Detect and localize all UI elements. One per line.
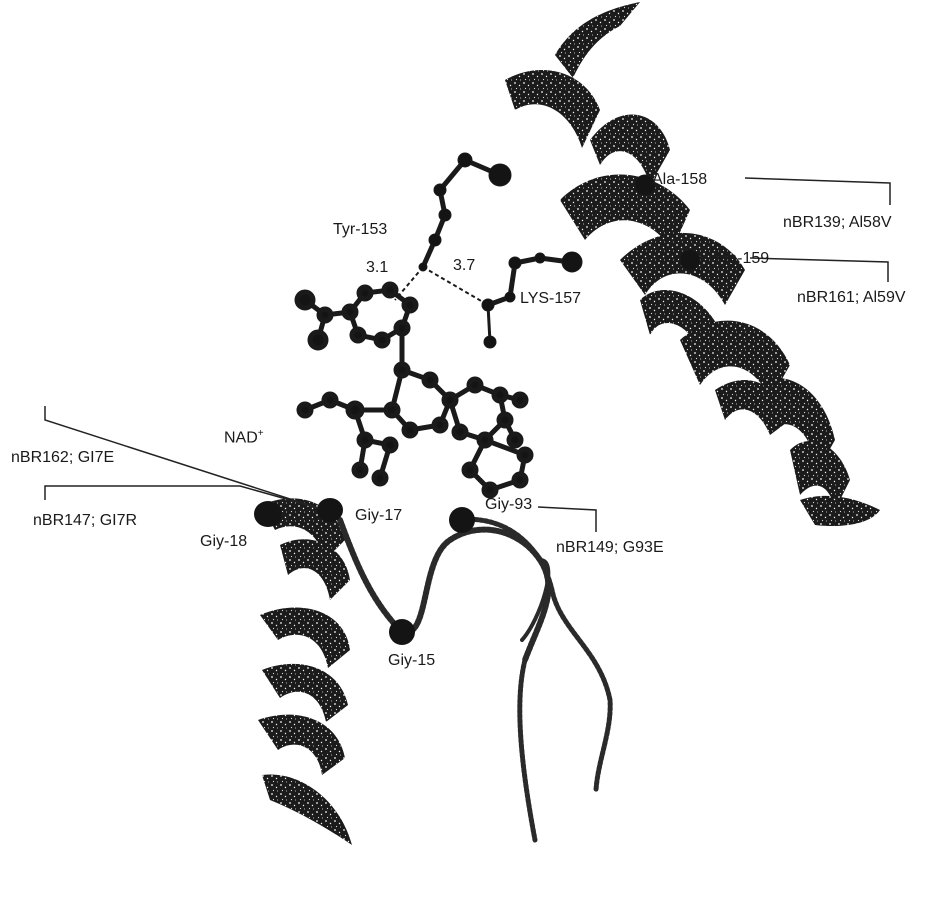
label-gly-17: Giy-17 <box>355 508 402 524</box>
label-nbr139: nBR139; Al58V <box>783 215 892 231</box>
label-nad-superscript: + <box>258 428 264 439</box>
label-gly-93: Giy-93 <box>485 497 532 513</box>
label-lys-157: LYS-157 <box>520 291 581 307</box>
label-nbr162: nBR162; GI7E <box>11 450 114 466</box>
coil-strands <box>340 519 610 840</box>
label-nad: NAD+ <box>224 429 264 446</box>
label-distance-3-1: 3.1 <box>366 260 388 276</box>
label-ala-158: Ala-158 <box>652 172 707 188</box>
label-gly-15: Giy-15 <box>388 653 435 669</box>
label-nbr147: nBR147; GI7R <box>33 513 137 529</box>
label-nad-text: NAD <box>224 429 258 446</box>
label-tyr-153: Tyr-153 <box>333 222 387 238</box>
label-distance-3-7: 3.7 <box>453 258 475 274</box>
label-ala-159: Ala-159 <box>714 251 769 267</box>
label-nbr149: nBR149; G93E <box>556 540 664 556</box>
nad-molecule <box>297 284 531 496</box>
label-nbr161: nBR161; Al59V <box>797 290 906 306</box>
label-gly-18: Giy-18 <box>200 534 247 550</box>
left-helix <box>258 498 352 845</box>
